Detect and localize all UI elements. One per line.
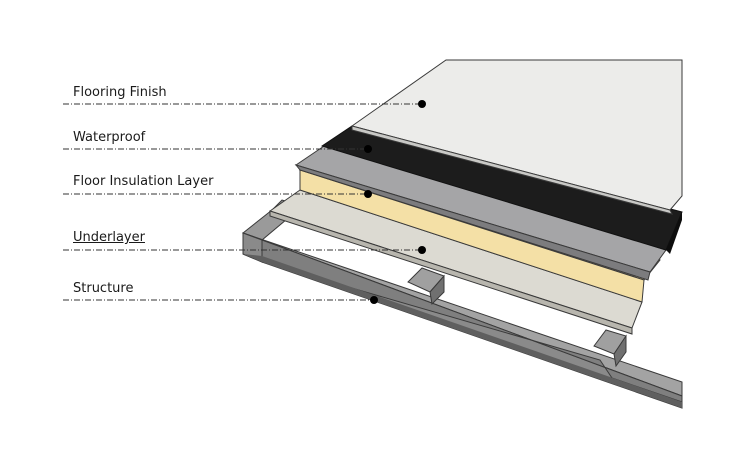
structure-joist-2-side bbox=[613, 334, 627, 368]
waterproof-layer bbox=[320, 125, 683, 254]
label-waterproof: Waterproof bbox=[73, 130, 146, 145]
insulation-face bbox=[299, 169, 645, 303]
dot-waterproof bbox=[364, 145, 372, 153]
dot-structure bbox=[370, 296, 378, 304]
structure-front-beam-bottom bbox=[243, 254, 682, 408]
waterproof-edge bbox=[666, 212, 682, 254]
label-structure: Structure bbox=[73, 281, 134, 296]
flooring-finish-board bbox=[350, 59, 683, 215]
membrane-face bbox=[294, 164, 651, 281]
dot-underlayer bbox=[418, 246, 426, 254]
label-underlayer: Underlayer bbox=[73, 230, 145, 245]
leader-lines bbox=[63, 103, 422, 301]
leader-dots bbox=[364, 100, 426, 304]
membrane-layer bbox=[294, 141, 667, 281]
dot-flooring-finish bbox=[418, 100, 426, 108]
label-floor-insulation-layer: Floor Insulation Layer bbox=[73, 174, 214, 189]
label-flooring-finish: Flooring Finish bbox=[73, 85, 167, 100]
flooring-finish-edge bbox=[351, 125, 673, 215]
dot-floor-insulation bbox=[364, 190, 372, 198]
underlayer-board bbox=[268, 189, 643, 335]
structure-joist-1-side bbox=[429, 274, 445, 306]
structure-frame bbox=[241, 199, 683, 409]
underlayer-edge bbox=[269, 210, 633, 335]
